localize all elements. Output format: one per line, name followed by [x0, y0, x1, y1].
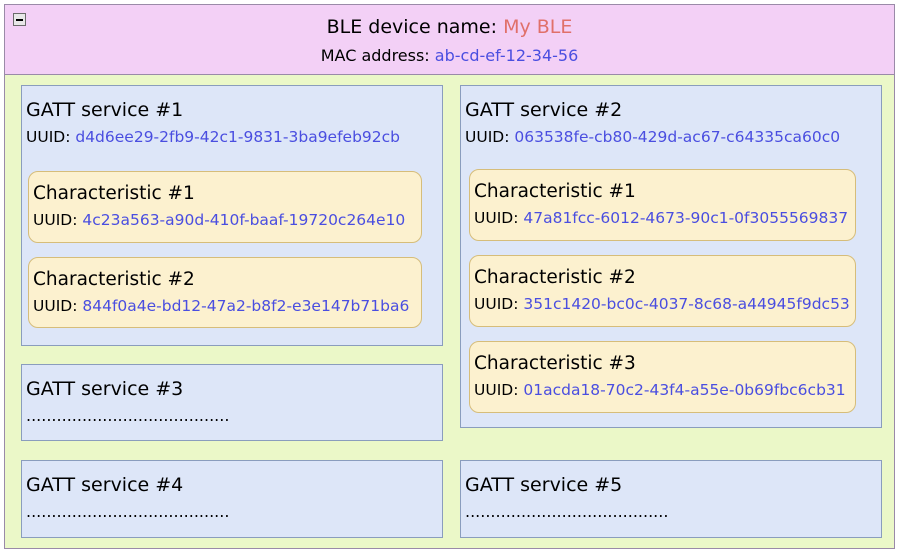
characteristic-title: Characteristic #2 [474, 267, 636, 288]
characteristic-uuid: UUID: 47a81fcc-6012-4673-90c1-0f30555698… [474, 209, 848, 227]
uuid-label: UUID: [26, 128, 71, 146]
uuid-label: UUID: [33, 211, 78, 229]
uuid-value: 4c23a563-a90d-410f-baaf-19720c264e10 [82, 211, 406, 229]
service-title: GATT service #5 [465, 474, 623, 496]
device-name-label: BLE device name: [326, 16, 498, 38]
mac-address-label: MAC address: [320, 46, 430, 65]
collapse-icon[interactable] [13, 13, 26, 26]
characteristic-uuid: UUID: 01acda18-70c2-43f4-a55e-0b69fbc6cb… [474, 381, 846, 399]
service-title: GATT service #2 [465, 99, 623, 121]
characteristic-title: Characteristic #1 [474, 181, 636, 202]
uuid-label: UUID: [474, 209, 519, 227]
device-name-line: BLE device name: My BLE [5, 16, 894, 38]
characteristic-3: Characteristic #3 UUID: 01acda18-70c2-43… [469, 341, 856, 413]
service-uuid: UUID: d4d6ee29-2fb9-42c1-9831-3ba9efeb92… [26, 128, 400, 146]
service-placeholder: ........................................ [465, 502, 669, 521]
characteristic-1: Characteristic #1 UUID: 4c23a563-a90d-41… [28, 171, 422, 243]
uuid-value: 844f0a4e-bd12-47a2-b8f2-e3e147b71ba6 [82, 297, 410, 315]
uuid-label: UUID: [474, 381, 519, 399]
characteristic-2: Characteristic #2 UUID: 844f0a4e-bd12-47… [28, 257, 422, 328]
uuid-value: d4d6ee29-2fb9-42c1-9831-3ba9efeb92cb [75, 128, 401, 146]
characteristic-title: Characteristic #2 [33, 269, 195, 290]
mac-address-line: MAC address: ab-cd-ef-12-34-56 [5, 46, 894, 65]
mac-address-value: ab-cd-ef-12-34-56 [434, 46, 579, 65]
uuid-value: 351c1420-bc0c-4037-8c68-a44945f9dc53 [523, 295, 850, 313]
service-uuid: UUID: 063538fe-cb80-429d-ac67-c64335ca60… [465, 128, 840, 146]
gatt-service-4: GATT service #4 ........................… [21, 460, 443, 538]
gatt-service-3: GATT service #3 ........................… [21, 364, 443, 441]
device-name-value: My BLE [503, 16, 573, 38]
service-title: GATT service #3 [26, 378, 184, 400]
uuid-value: 47a81fcc-6012-4673-90c1-0f3055569837 [523, 209, 849, 227]
uuid-label: UUID: [33, 297, 78, 315]
characteristic-uuid: UUID: 844f0a4e-bd12-47a2-b8f2-e3e147b71b… [33, 297, 409, 315]
characteristic-title: Characteristic #3 [474, 353, 636, 374]
service-placeholder: ........................................ [26, 406, 230, 425]
characteristic-title: Characteristic #1 [33, 183, 195, 204]
device-header: BLE device name: My BLE MAC address: ab-… [5, 5, 894, 75]
characteristic-uuid: UUID: 351c1420-bc0c-4037-8c68-a44945f9dc… [474, 295, 850, 313]
gatt-service-2: GATT service #2 UUID: 063538fe-cb80-429d… [460, 85, 882, 428]
service-placeholder: ........................................ [26, 502, 230, 521]
service-title: GATT service #1 [26, 99, 184, 121]
uuid-value: 063538fe-cb80-429d-ac67-c64335ca60c0 [514, 128, 841, 146]
characteristic-uuid: UUID: 4c23a563-a90d-410f-baaf-19720c264e… [33, 211, 405, 229]
service-title: GATT service #4 [26, 474, 184, 496]
uuid-value: 01acda18-70c2-43f4-a55e-0b69fbc6cb31 [523, 381, 846, 399]
uuid-label: UUID: [465, 128, 510, 146]
gatt-service-5: GATT service #5 ........................… [460, 460, 882, 538]
gatt-service-1: GATT service #1 UUID: d4d6ee29-2fb9-42c1… [21, 85, 443, 346]
uuid-label: UUID: [474, 295, 519, 313]
characteristic-1: Characteristic #1 UUID: 47a81fcc-6012-46… [469, 169, 856, 241]
ble-device-container: BLE device name: My BLE MAC address: ab-… [4, 4, 895, 549]
characteristic-2: Characteristic #2 UUID: 351c1420-bc0c-40… [469, 255, 856, 327]
